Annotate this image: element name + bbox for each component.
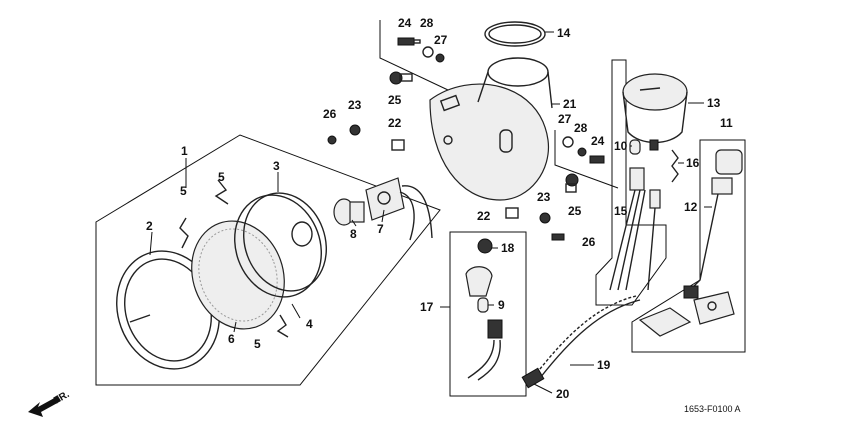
speedometer-cable [521,295,641,389]
leader-6 [233,321,237,333]
nut-23-right [539,212,551,224]
ignition-harness [683,149,743,299]
callout-21: 21 [563,97,577,111]
callout-20: 20 [556,387,570,401]
seal-ring-inner [488,24,542,44]
callout-3: 3 [273,159,280,173]
clip-5-upper [214,179,229,205]
direction-label: FR. [52,389,72,407]
callout-24-top: 24 [398,16,412,30]
callout-27-top: 27 [434,33,448,47]
seal-ring [484,21,546,47]
callout-25-top: 25 [388,93,402,107]
callout-4: 4 [306,317,313,331]
drawing-code: 1653-F0100 A [684,404,741,414]
callout-28-top: 28 [420,16,434,30]
callout-27-right: 27 [558,112,572,126]
plate-22-right [505,207,519,219]
grommet-25-top [389,71,413,85]
callout-2: 2 [146,219,153,233]
callout-23-right: 23 [537,190,551,204]
callout-17: 17 [420,300,434,314]
assembly-17-outline [449,231,527,397]
callout-5-left: 5 [180,184,187,198]
bolt-24-top [397,37,421,46]
callout-11: 11 [720,116,733,130]
callout-5-lower: 5 [254,337,261,351]
clip-5-left [179,217,189,249]
headlight-rings [234,192,327,298]
leader-7 [381,209,385,223]
leader-20 [533,383,553,394]
callout-12: 12 [684,200,698,214]
callout-1: 1 [181,144,188,158]
callout-25-right: 25 [568,204,582,218]
speedometer [622,73,688,151]
leader-2 [149,231,153,256]
leader-8 [351,219,357,227]
callout-16: 16 [686,156,700,170]
washer-28-right [577,147,587,157]
clip-5-lower [276,314,289,338]
bolt-26-right [551,233,565,241]
meter-cable [609,167,661,291]
callout-9: 9 [498,298,505,312]
headlight-lens [191,220,285,330]
nut-23-top [349,124,361,136]
callout-28-right: 28 [574,121,588,135]
socket-assembly-17 [465,238,503,381]
callout-6: 6 [228,332,235,346]
grommet-25-right [565,173,579,193]
washer-28-top [422,46,434,58]
headlight-case [429,57,553,201]
callout-15: 15 [614,204,628,218]
front-direction-arrow: FR. [28,389,72,417]
washer-27-top [435,53,445,63]
callout-22-right: 22 [477,209,491,223]
callout-22-top: 22 [388,116,402,130]
spring-16 [671,149,679,183]
callout-18: 18 [501,241,515,255]
callout-8: 8 [350,227,357,241]
callout-23-top: 23 [348,98,362,112]
bulb-10 [629,139,641,155]
callout-7: 7 [377,222,384,236]
callout-13: 13 [707,96,721,110]
washer-27-right [562,136,574,148]
callout-19: 19 [597,358,611,372]
plate-22-top [391,139,405,151]
callout-10: 10 [614,139,628,153]
leader-4 [291,303,301,319]
bulb-socket [365,177,433,241]
assembly-1-outline [95,134,441,386]
key-switch-cover [638,291,735,337]
bolt-26-top [327,135,337,145]
callout-14: 14 [557,26,571,40]
callout-26-right: 26 [582,235,596,249]
bulb [333,198,365,226]
bracket-27-right [554,130,619,189]
bracket-24-top [379,20,449,91]
callout-5-upper: 5 [218,170,225,184]
callout-26-top: 26 [323,107,337,121]
callout-24-right: 24 [591,134,605,148]
bolt-24-right [589,155,605,164]
